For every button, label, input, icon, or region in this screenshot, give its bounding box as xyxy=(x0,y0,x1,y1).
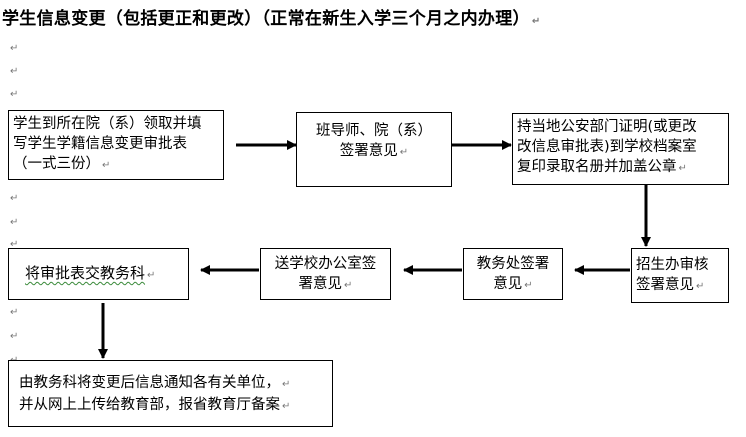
paragraph-mark: ↵ xyxy=(10,193,19,204)
step-line: 并从网上上传给教育部，报省教育厅备案 xyxy=(19,397,280,413)
paragraph-mark: ↵ xyxy=(399,147,409,158)
step-line: 改信息审批表)到学校档案室 xyxy=(517,139,697,155)
step-line: 招生办审核 xyxy=(636,257,709,273)
paragraph-mark: ↵ xyxy=(147,270,156,281)
paragraph-mark: ↵ xyxy=(531,16,541,27)
paragraph-mark: ↵ xyxy=(10,331,19,342)
paragraph-mark: ↵ xyxy=(524,280,533,291)
step-line: 将审批表交教务科 xyxy=(25,264,146,282)
paragraph-mark: ↵ xyxy=(282,379,291,390)
paragraph-mark: ↵ xyxy=(102,160,111,171)
step-line: 学生到所在院（系）领取并填 xyxy=(13,116,202,132)
flow-step-notify-and-report: 由教务科将变更后信息通知各有关单位，↵ 并从网上上传给教育部，报省教育厅备案↵ xyxy=(8,360,333,427)
paragraph-mark: ↵ xyxy=(678,163,687,174)
flow-step-admissions-review: 招生办审核 签署意见↵ xyxy=(631,248,729,303)
step-line: 送学校办公室签 xyxy=(274,256,377,272)
step-line: 复印录取名册并加盖公章 xyxy=(517,159,677,175)
title-text: 学生信息变更（包括更正和更改）（正常在新生入学三个月之内办理） xyxy=(2,9,530,29)
paragraph-mark: ↵ xyxy=(10,89,19,100)
step-line: 班导师、院（系） xyxy=(316,123,432,139)
flow-step-president-office-sign: 送学校办公室签 署意见↵ xyxy=(260,248,391,300)
step-line: 写学生学籍信息变更审批表 xyxy=(13,136,187,152)
step-line: 署意见 xyxy=(298,276,343,292)
flow-step-archive-copy: 持当地公安部门证明(或更改 改信息审批表)到学校档案室 复印录取名册并加盖公章↵ xyxy=(512,113,729,185)
step-line: 教务处签署 xyxy=(476,256,550,272)
step-line: （一式三份） xyxy=(13,156,100,172)
flow-step-advisor-sign: 班导师、院（系） 签署意见↵ xyxy=(296,112,452,187)
paragraph-mark: ↵ xyxy=(10,307,19,318)
step-line: 签署意见 xyxy=(339,143,398,159)
paragraph-mark: ↵ xyxy=(344,280,353,291)
step-line: 签署意见 xyxy=(636,277,694,293)
document-title: 学生信息变更（包括更正和更改）（正常在新生入学三个月之内办理）↵ xyxy=(2,4,541,29)
step-line: 意见 xyxy=(493,276,523,292)
step-line: 持当地公安部门证明(或更改 xyxy=(517,119,697,135)
paragraph-mark: ↵ xyxy=(10,43,19,54)
paragraph-mark: ↵ xyxy=(282,401,291,412)
paragraph-mark: ↵ xyxy=(10,239,19,250)
flow-step-submit-to-office: 将审批表交教务科↵ xyxy=(8,248,189,300)
paragraph-mark: ↵ xyxy=(10,217,19,228)
step-line: 由教务科将变更后信息通知各有关单位， xyxy=(19,375,280,391)
flow-step-academic-affairs-sign: 教务处签署 意见↵ xyxy=(463,248,563,300)
paragraph-mark: ↵ xyxy=(10,66,19,77)
paragraph-mark: ↵ xyxy=(696,281,705,292)
flow-step-collect-form: 学生到所在院（系）领取并填 写学生学籍信息变更审批表 （一式三份）↵ xyxy=(8,110,224,180)
